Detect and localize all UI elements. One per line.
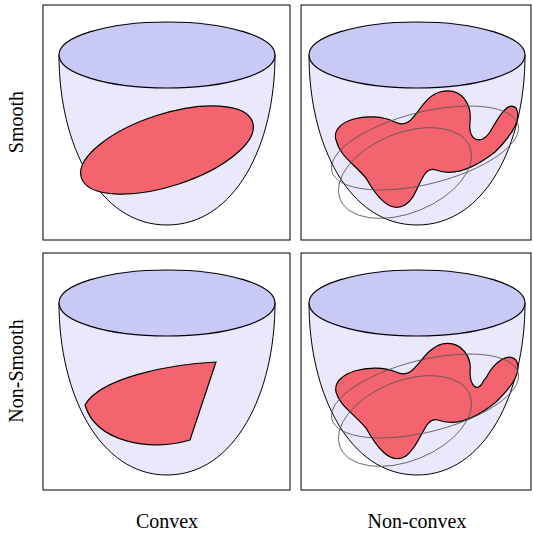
slice-ellipse — [323, 338, 527, 454]
feasible-region — [85, 362, 216, 445]
bowl-rim — [59, 270, 275, 336]
row-label: Non-Smooth — [6, 319, 26, 422]
bowl-panel — [301, 5, 531, 240]
panel-frame — [301, 5, 531, 240]
bowl-rim — [59, 22, 275, 88]
slice-ellipse — [325, 110, 485, 237]
panel-frame — [43, 253, 290, 490]
feasible-region — [70, 88, 263, 212]
bowl-rim — [309, 270, 525, 336]
panel-frame — [301, 253, 531, 490]
panel-frame — [43, 5, 290, 240]
column-label: Non-convex — [368, 511, 467, 531]
slice-ellipse — [323, 90, 527, 206]
feasible-region — [335, 91, 518, 208]
row-label: Smooth — [6, 91, 26, 153]
bowl-panel — [43, 5, 290, 240]
bowl-panel — [43, 253, 290, 490]
bowl-panel — [301, 253, 531, 490]
slice-ellipse — [325, 358, 485, 485]
feasible-region — [336, 343, 518, 458]
bowl-rim — [309, 22, 525, 88]
column-label: Convex — [136, 511, 198, 531]
